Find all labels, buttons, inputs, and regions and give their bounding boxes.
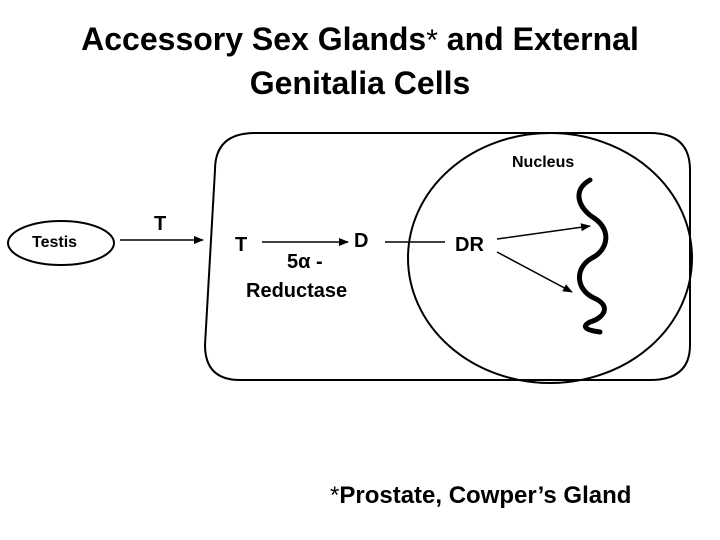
footnote-mark: * [330, 482, 340, 509]
testosterone-cell-label: T [235, 234, 248, 256]
testosterone-transport-label: T [154, 213, 167, 235]
footnote-text: Prostate, Cowper’s Gland [339, 482, 632, 509]
dht-label: D [354, 230, 369, 252]
title-line-1-rest: and External [437, 21, 639, 57]
title-line-1: Accessory Sex Glands* and External [0, 18, 720, 62]
footnote: *Prostate, Cowper’s Gland [330, 482, 631, 510]
testis-label: Testis [32, 234, 78, 251]
cell-membrane [203, 132, 691, 381]
enzyme-label-line-2: Reductase [246, 280, 348, 302]
dht-receptor-label: DR [455, 234, 484, 256]
nucleus-outline [407, 132, 693, 384]
title-line-1-text: Accessory Sex Glands [81, 21, 427, 57]
dr-to-dna-upper-arrow [496, 223, 591, 240]
nucleus-label: Nucleus [512, 154, 575, 171]
testis-oval [7, 220, 115, 266]
title-line-2: Genitalia Cells [249, 65, 471, 101]
title-footnote-mark: * [426, 24, 438, 57]
dna-strand-icon [576, 177, 609, 335]
page-title: Accessory Sex Glands* and External Genit… [0, 18, 720, 104]
enzyme-label-line-1: 5α - [287, 251, 323, 273]
dr-to-dna-lower-arrow [496, 251, 573, 293]
